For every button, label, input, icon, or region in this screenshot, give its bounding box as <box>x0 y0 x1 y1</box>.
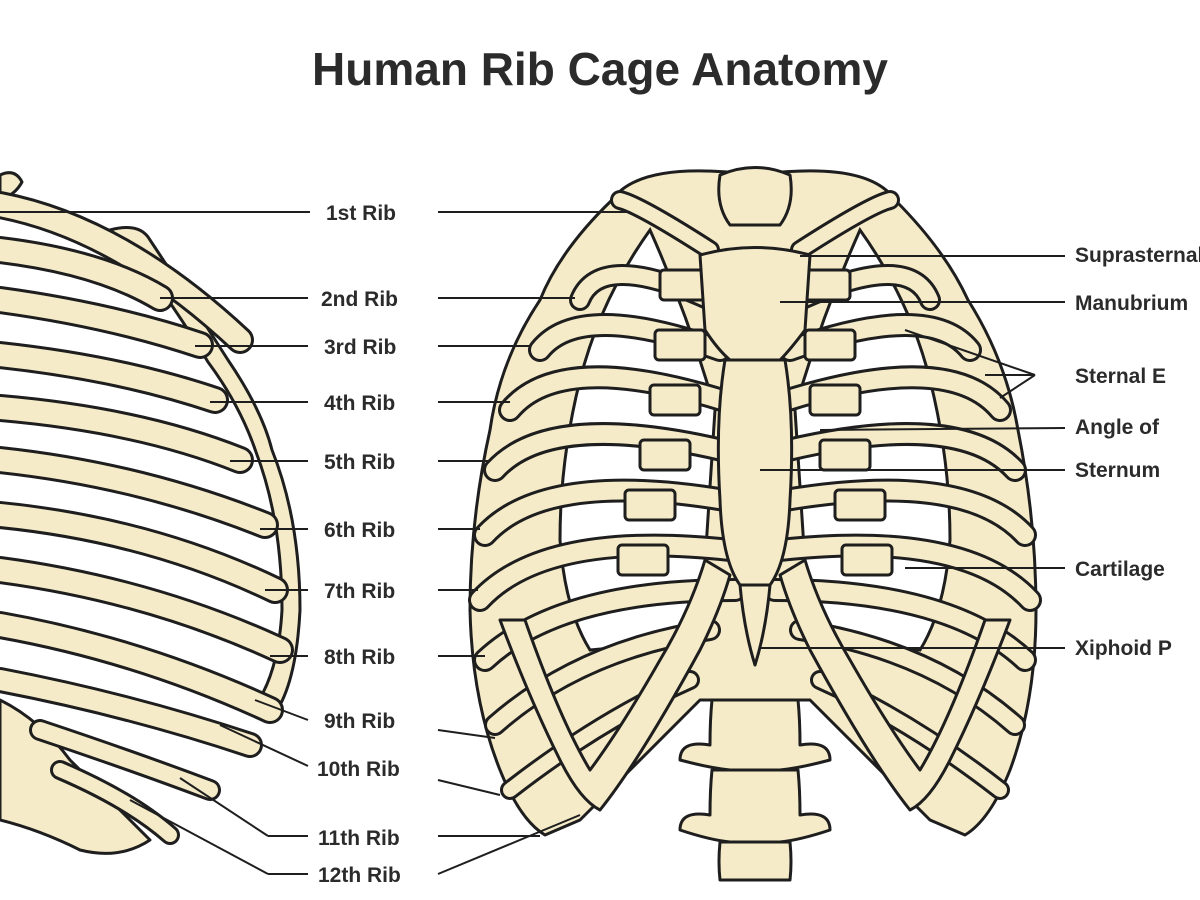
label-3rd-rib: 3rd Rib <box>324 336 397 359</box>
label-11th-rib: 11th Rib <box>318 827 400 850</box>
leader-line <box>437 779 501 796</box>
side-rib <box>0 397 251 471</box>
costal-cartilage-right <box>803 328 857 362</box>
leader-line <box>819 427 1066 431</box>
label-sternal-end: Sternal E <box>1075 365 1167 388</box>
label-sternum: Sternum <box>1075 459 1161 482</box>
side-view-rib-cage <box>0 171 302 855</box>
xiphoid-process <box>738 583 772 667</box>
costal-cartilage-left <box>623 488 677 522</box>
side-rib <box>32 722 218 798</box>
side-rib <box>0 449 276 536</box>
front-rib <box>471 536 739 609</box>
leader-line <box>219 724 309 767</box>
label-4th-rib: 4th Rib <box>324 392 396 415</box>
leader-line <box>999 374 1036 399</box>
costal-cartilage-right <box>833 488 887 522</box>
leader-lines <box>0 211 1066 875</box>
costal-cartilage-right <box>840 543 894 577</box>
side-rib <box>53 763 177 842</box>
label-5th-rib: 5th Rib <box>324 451 396 474</box>
label-xiphoid: Xiphoid P <box>1075 637 1172 660</box>
front-rib <box>771 536 1039 609</box>
label-9th-rib: 9th Rib <box>324 710 396 733</box>
leader-line <box>904 329 1036 376</box>
label-10th-rib: 10th Rib <box>317 758 400 781</box>
label-cartilage: Cartilage <box>1075 558 1165 581</box>
costal-arch-left <box>498 558 732 812</box>
front-rib <box>793 193 897 257</box>
label-12th-rib: 12th Rib <box>318 864 401 887</box>
leader-line <box>437 814 581 875</box>
side-rib <box>0 289 211 356</box>
side-rib <box>0 670 260 755</box>
front-view-rib-cage <box>468 166 1042 882</box>
label-1st-rib: 1st Rib <box>326 202 397 225</box>
side-rib <box>0 614 281 721</box>
label-angle-of: Angle of <box>1075 416 1159 439</box>
costal-cartilage-left <box>616 543 670 577</box>
side-ribs <box>0 191 294 845</box>
lumbar-vertebra-3 <box>717 840 793 882</box>
front-rib <box>613 193 717 257</box>
leader-line <box>129 799 269 875</box>
side-rib <box>0 344 226 411</box>
leader-line <box>179 777 269 837</box>
front-rib <box>776 481 1034 544</box>
leader-line <box>254 699 309 721</box>
label-manubrium: Manubrium <box>1075 292 1189 315</box>
leader-line <box>437 729 496 739</box>
front-rib <box>476 481 734 544</box>
costal-cartilage-left <box>648 383 702 417</box>
label-8th-rib: 8th Rib <box>324 646 396 669</box>
label-7th-rib: 7th Rib <box>324 580 396 603</box>
manubrium <box>698 246 812 362</box>
front-rib <box>476 581 744 669</box>
side-rib <box>0 559 291 661</box>
label-2nd-rib: 2nd Rib <box>321 288 398 311</box>
top-vertebra <box>717 166 793 227</box>
costal-arch-right <box>778 558 1012 812</box>
side-rib <box>0 239 171 309</box>
lumbar-vertebra-1 <box>678 698 832 772</box>
lumbar-vertebra-2 <box>678 768 832 844</box>
sternum-body <box>716 358 794 587</box>
diagram-title: Human Rib Cage Anatomy <box>312 43 888 95</box>
label-6th-rib: 6th Rib <box>324 519 396 542</box>
costal-cartilage-right <box>808 383 862 417</box>
costal-cartilage-left <box>653 328 707 362</box>
front-rib <box>766 581 1034 669</box>
side-rib <box>0 504 286 601</box>
label-suprasternal: Suprasternal <box>1075 244 1200 267</box>
costal-cartilage-left <box>638 438 692 472</box>
costal-cartilage-right <box>818 438 872 472</box>
